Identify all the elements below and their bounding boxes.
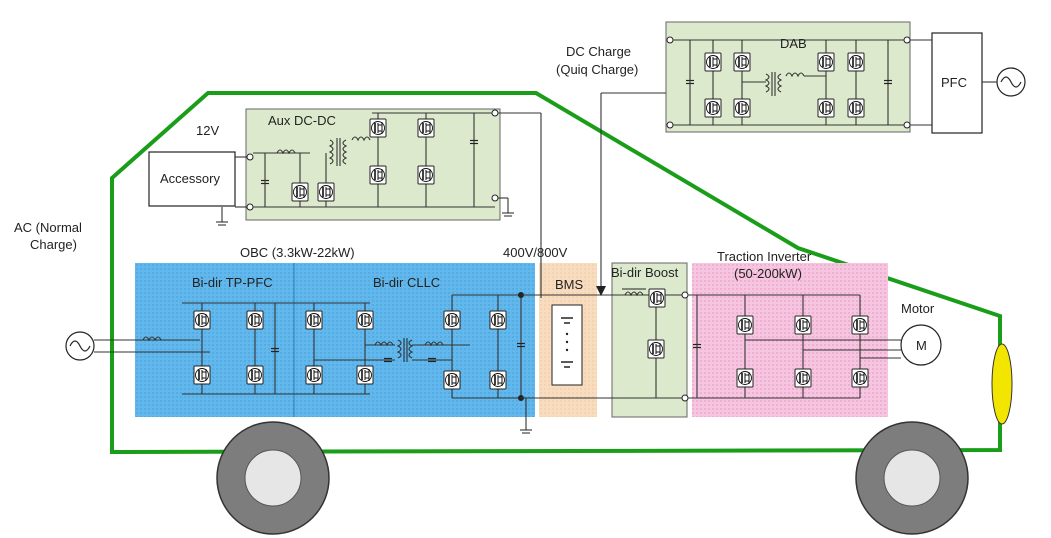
ac-label-line1: AC (Normal: [14, 220, 82, 235]
motor-symbol: M: [916, 338, 927, 353]
obc-label: OBC (3.3kW-22kW): [240, 245, 355, 260]
grid-ac-source-icon: [996, 67, 1026, 97]
pfc-box: [931, 32, 983, 134]
dc-charge-label-line1: DC Charge: [566, 44, 631, 59]
aux-dcdc-label: Aux DC-DC: [268, 113, 336, 128]
cllc-label: Bi-dir CLLC: [373, 275, 440, 290]
tp-pfc-label: Bi-dir TP-PFC: [192, 275, 273, 290]
battery-symbol: [551, 304, 583, 386]
rear-wheel: [216, 421, 330, 535]
traction-label-line2: (50-200kW): [734, 266, 802, 281]
ac-source-icon: [65, 331, 95, 361]
dab-label: DAB: [780, 36, 807, 51]
headlight: [991, 343, 1013, 425]
accessory-label: Accessory: [160, 171, 220, 186]
12v-label: 12V: [196, 123, 219, 138]
traction-label-line1: Traction Inverter: [717, 249, 812, 264]
pfc-label: PFC: [941, 75, 967, 90]
dc-charge-label-line2: (Quiq Charge): [556, 62, 638, 77]
ac-label-line2: Charge): [30, 237, 77, 252]
boost-label: Bi-dir Boost: [611, 265, 679, 280]
bus-voltage-label: 400V/800V: [503, 245, 568, 260]
motor-label: Motor: [901, 301, 935, 316]
accessory-box: [148, 151, 236, 207]
front-wheel: [855, 421, 969, 535]
motor-circle: [900, 324, 942, 366]
bms-label: BMS: [555, 277, 584, 292]
